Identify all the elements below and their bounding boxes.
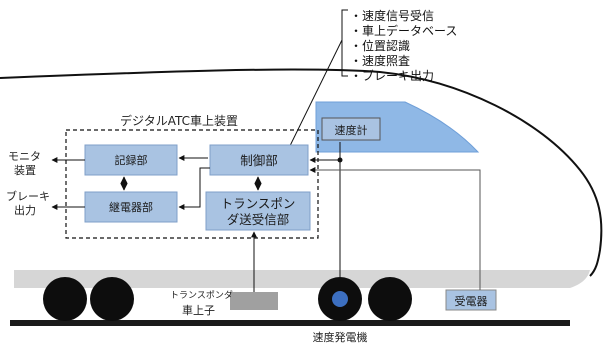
brake-label-1: ブレーキ xyxy=(6,189,50,203)
recorder-box xyxy=(84,144,178,176)
generator-hub xyxy=(332,291,348,307)
speedometer-box xyxy=(321,117,381,141)
function-item-speed-signal: 速度信号受信 xyxy=(362,8,434,23)
controller-relay xyxy=(178,167,210,210)
function-item-brake: ブレーキ出力 xyxy=(362,68,434,83)
controller-box xyxy=(209,144,309,176)
functions-list: ・速度信号受信 ・車上データベース ・位置認識 ・速度照査 ・ブレーキ出力 xyxy=(350,8,457,83)
receiver-to-controller xyxy=(309,167,481,290)
ground-transponder-box xyxy=(230,292,278,310)
atc-unit-title: デジタルATC車上装置 xyxy=(120,113,238,128)
recorder-label: 記録部 xyxy=(115,153,148,167)
wheel-4 xyxy=(368,277,412,321)
function-item-position: 位置認識 xyxy=(362,38,410,53)
function-arrow xyxy=(283,39,343,159)
svg-text:・速度信号受信: ・速度信号受信 xyxy=(350,8,434,23)
train-body-outline xyxy=(0,68,603,277)
transponder-label-2: ダ送受信部 xyxy=(227,212,290,227)
atc-unit-enclosure xyxy=(65,129,319,239)
svg-text:・ブレーキ出力: ・ブレーキ出力 xyxy=(350,68,434,83)
relay-label: 継電器部 xyxy=(109,200,153,214)
wheel-1 xyxy=(43,277,87,321)
function-item-database: 車上データベース xyxy=(362,23,457,38)
brake-label-2: 出力 xyxy=(14,203,36,217)
svg-text:・速度照査: ・速度照査 xyxy=(350,53,410,68)
monitor-label-1: モニタ xyxy=(8,150,41,163)
svg-text:・位置認識: ・位置認識 xyxy=(350,38,410,53)
generator-label: 速度発電機 xyxy=(313,330,368,344)
svg-text:・車上データベース: ・車上データベース xyxy=(350,23,457,38)
relay-box xyxy=(84,191,178,223)
rail xyxy=(10,320,570,326)
controller-label: 制御部 xyxy=(240,153,278,168)
receiver-box xyxy=(445,289,497,311)
speedometer-label: 速度計 xyxy=(335,123,368,137)
transponder-box xyxy=(205,191,311,231)
monitor-label-2: 装置 xyxy=(14,164,36,177)
transponder-label-1: トランスポン xyxy=(221,196,296,211)
wheel-2 xyxy=(90,277,134,321)
functions-bracket xyxy=(341,9,348,77)
ground-transponder-label-1: トランスポンダ xyxy=(170,289,233,301)
train-underbody xyxy=(14,270,590,288)
receiver-label: 受電器 xyxy=(455,295,488,308)
ground-transponder-label-2: 車上子 xyxy=(182,303,215,317)
function-item-speed-check: 速度照査 xyxy=(362,53,410,68)
